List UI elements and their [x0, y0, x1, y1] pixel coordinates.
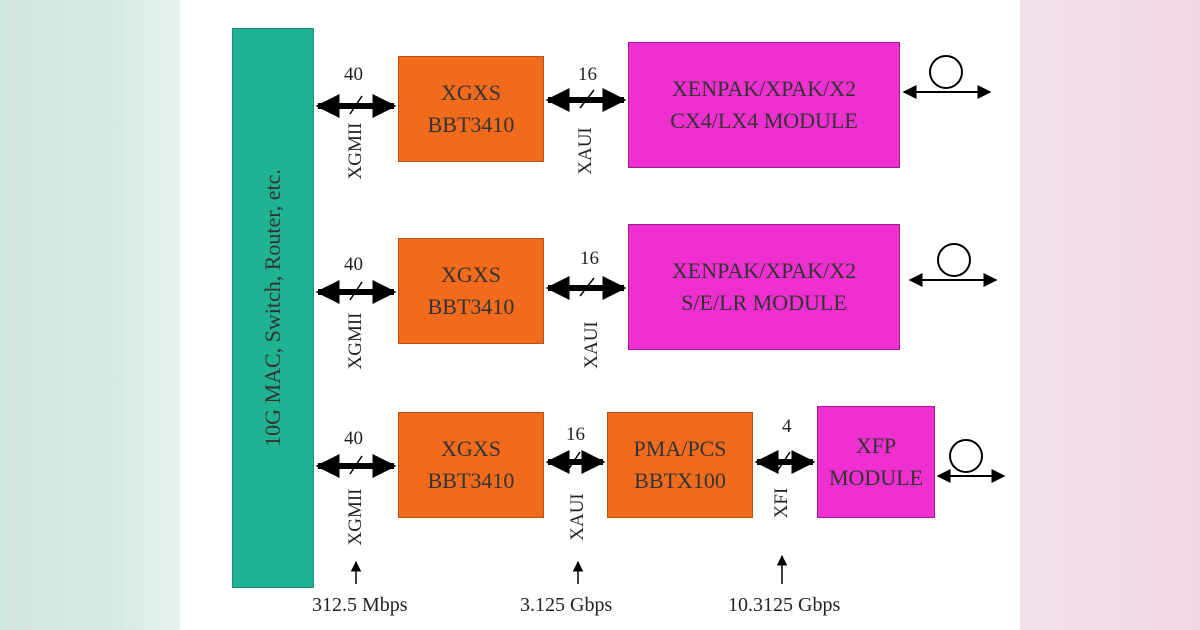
- pma-line1: PMA/PCS: [633, 436, 727, 461]
- xgmii-name-1: XGMII: [345, 122, 366, 180]
- module-2-line2: S/E/LR MODULE: [681, 290, 847, 315]
- xfi-slash: [777, 451, 791, 471]
- xaui-width-3: 16: [566, 424, 585, 445]
- module-block-3: XFP MODULE: [817, 406, 935, 518]
- fiber-loop-icon-3: [949, 439, 983, 473]
- xgmii-width-1: 40: [344, 64, 363, 85]
- xaui-width-1: 16: [578, 64, 597, 85]
- module-1-line1: XENPAK/XPAK/X2: [671, 76, 857, 101]
- xgxs-1-line1: XGXS: [441, 80, 501, 105]
- module-3-line1: XFP: [855, 433, 897, 458]
- xgmii-width-2: 40: [344, 254, 363, 275]
- module-1-line2: CX4/LX4 MODULE: [670, 108, 858, 133]
- pma-block: PMA/PCS BBTX100: [607, 412, 753, 518]
- pma-line2: BBTX100: [634, 468, 726, 493]
- xgxs-3-line1: XGXS: [441, 436, 501, 461]
- xgmii-slash-3: [349, 455, 363, 475]
- rate-xgmii: 312.5 Mbps: [312, 594, 408, 616]
- xgxs-block-2: XGXS BBT3410: [398, 238, 544, 344]
- xaui-name-2: XAUI: [581, 321, 602, 369]
- xaui-name-1: XAUI: [575, 127, 596, 175]
- xgxs-3-line2: BBT3410: [427, 468, 515, 493]
- module-3-line2: MODULE: [828, 465, 924, 490]
- xgmii-width-3: 40: [344, 428, 363, 449]
- xfi-name: XFI: [771, 487, 792, 519]
- xgxs-1-line2: BBT3410: [427, 112, 515, 137]
- module-2-line1: XENPAK/XPAK/X2: [671, 258, 857, 283]
- xaui-slash-1: [579, 89, 595, 109]
- fiber-loop-icon-2: [937, 243, 971, 277]
- xgmii-name-3: XGMII: [345, 488, 366, 546]
- xaui-name-3: XAUI: [567, 493, 588, 541]
- xgmii-slash-1: [349, 95, 363, 115]
- fiber-loop-icon-1: [929, 55, 963, 89]
- xaui-width-2: 16: [580, 248, 599, 269]
- xaui-slash-3: [567, 451, 581, 471]
- xfi-width: 4: [782, 416, 792, 437]
- xgxs-2-line2: BBT3410: [427, 294, 515, 319]
- xgxs-2-line1: XGXS: [441, 262, 501, 287]
- mac-block: 10G MAC, Switch, Router, etc.: [232, 28, 314, 588]
- xgxs-block-3: XGXS BBT3410: [398, 412, 544, 518]
- xgxs-block-1: XGXS BBT3410: [398, 56, 544, 162]
- rate-xfi: 10.3125 Gbps: [728, 594, 841, 616]
- xgmii-slash-2: [349, 281, 363, 301]
- xgmii-name-2: XGMII: [345, 312, 366, 370]
- xaui-slash-2: [579, 277, 595, 297]
- rate-xaui: 3.125 Gbps: [520, 594, 613, 616]
